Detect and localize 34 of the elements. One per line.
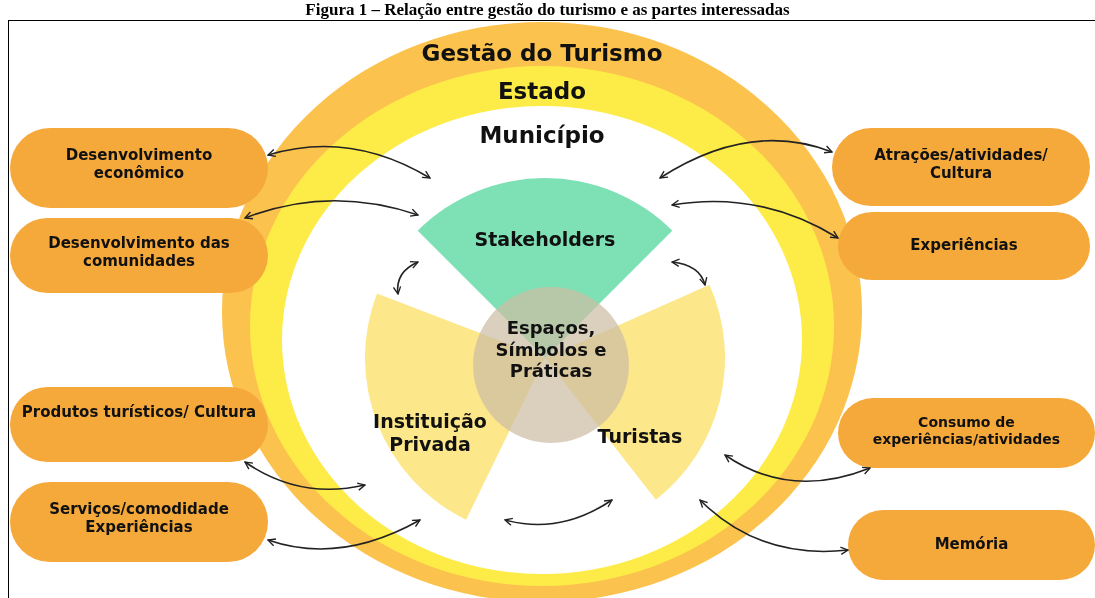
node-label: Consumo de experiências/atividades (871, 414, 1062, 448)
pill-box (10, 387, 268, 462)
node-label: Município (478, 122, 606, 150)
node-label: Espaços, Símbolos e Práticas (494, 317, 608, 382)
node-label: Memória (933, 535, 1010, 553)
double-arrow (244, 461, 366, 491)
double-arrow (267, 145, 431, 179)
double-arrow (659, 139, 833, 179)
node-label: Desenvolvimento econômico (64, 146, 214, 182)
figure-title: Figura 1 – Relação entre gestão do turismo e as partes interessadas (304, 0, 791, 19)
pill-box (832, 128, 1090, 206)
double-arrow (504, 499, 613, 526)
node-label: Experiências (909, 236, 1019, 254)
pill-box (838, 398, 1095, 468)
node-label: Desenvolvimento das comunidades (47, 234, 231, 270)
node-label: Turistas (596, 425, 684, 448)
double-arrow (244, 199, 419, 220)
double-arrow (267, 519, 421, 550)
pill-box (848, 510, 1095, 580)
pill-box (10, 482, 268, 562)
node-label: Instituição Privada (372, 410, 488, 456)
pill-box (10, 128, 268, 208)
double-arrow (699, 499, 849, 555)
double-arrow (671, 199, 839, 239)
node-label: Serviços/comodidade Experiências (48, 500, 230, 536)
node-label: Produtos turísticos/ Cultura (20, 403, 258, 421)
node-label: Atrações/atividades/ Cultura (873, 146, 1049, 182)
pill-box (10, 218, 268, 293)
node-label: Stakeholders (473, 228, 617, 251)
double-arrow (671, 258, 707, 286)
double-arrow (724, 454, 871, 483)
node-label: Gestão do Turismo (420, 40, 664, 68)
double-arrow (393, 261, 419, 295)
node-label: Estado (496, 78, 588, 106)
